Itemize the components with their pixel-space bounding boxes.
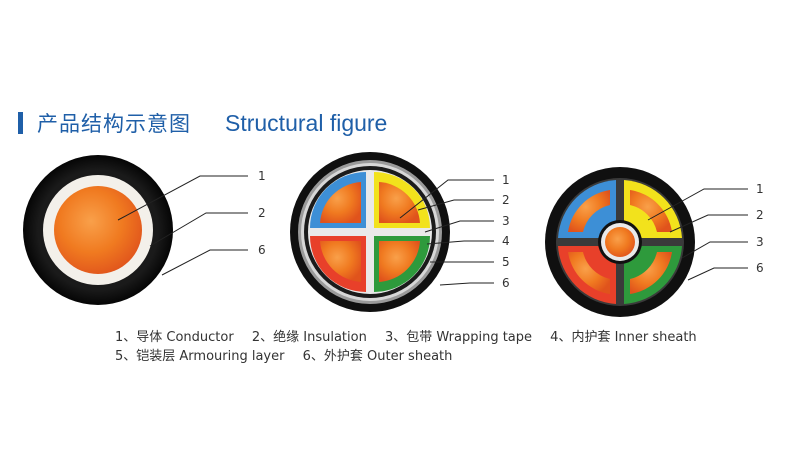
- legend-row: 1、导体 Conductor 2、绝缘 Insulation 3、包带 Wrap…: [115, 326, 711, 345]
- callout-label: 2: [502, 193, 510, 207]
- callout-label: 6: [502, 276, 510, 290]
- callout-label: 5: [502, 255, 510, 269]
- callout-label: 1: [756, 182, 764, 196]
- core-blue: [310, 172, 366, 228]
- section-heading: 产品结构示意图 Structural figure: [18, 108, 387, 138]
- callout-label: 6: [756, 261, 764, 275]
- core-yellow: [374, 172, 430, 228]
- heading-title-en: Structural figure: [225, 109, 388, 136]
- diagram-four-core-armoured: [290, 152, 450, 312]
- callout-label: 1: [502, 173, 510, 187]
- diagram-four-core-sector: [545, 167, 695, 317]
- callout-label: 2: [258, 206, 266, 220]
- conductor: [54, 186, 142, 274]
- heading-accent-bar: [18, 112, 23, 134]
- callout-label: 6: [258, 243, 266, 257]
- legend-item: 1、导体 Conductor: [115, 330, 234, 345]
- neutral-core-conductor: [605, 227, 635, 257]
- callout-label: 4: [502, 234, 510, 248]
- callout-label: 3: [502, 214, 510, 228]
- legend-item: 3、包带 Wrapping tape: [384, 330, 533, 345]
- legend-item: 2、绝缘 Insulation: [251, 330, 367, 345]
- leader-lines: [117, 175, 748, 286]
- legend-item: 4、内护套 Inner sheath: [550, 330, 697, 345]
- legend-item: 5、铠装层 Armouring layer: [115, 349, 285, 364]
- callout-label: 2: [756, 208, 764, 222]
- diagram-single-core: [23, 155, 173, 305]
- core-red: [310, 236, 366, 292]
- callout-label: 3: [756, 235, 764, 249]
- core-red: [558, 246, 616, 304]
- core-blue: [558, 180, 616, 238]
- legend-row: 5、铠装层 Armouring layer 6、外护套 Outer sheath: [115, 345, 466, 364]
- callout-label: 1: [258, 169, 266, 183]
- core-green: [624, 246, 682, 304]
- callout-labels: 1 2 6 1 2 3 4 5 6 1 2 3 6: [258, 169, 764, 290]
- core-yellow: [624, 180, 682, 238]
- core-green: [374, 236, 430, 292]
- legend-item: 6、外护套 Outer sheath: [302, 349, 453, 364]
- heading-title-cn: 产品结构示意图: [37, 112, 191, 136]
